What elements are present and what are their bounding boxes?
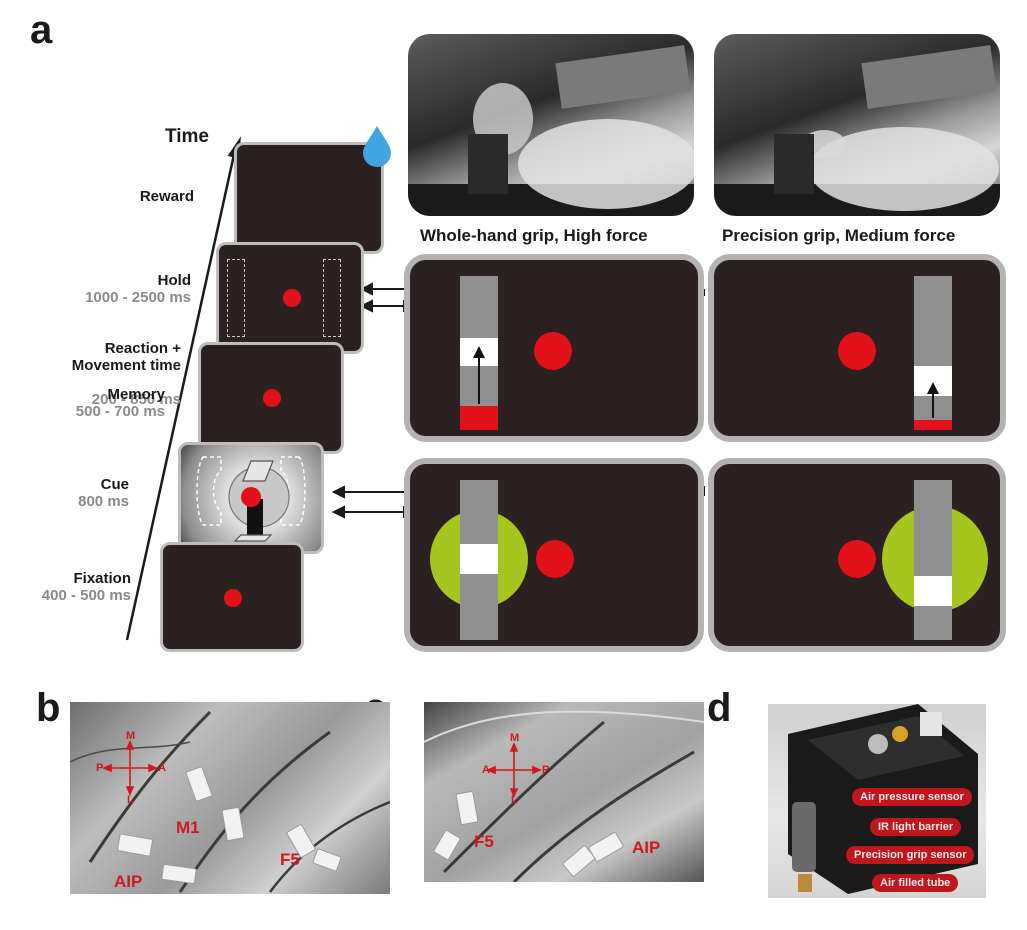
screen-whole-hand-hold xyxy=(404,254,704,442)
area-label-aip: AIP xyxy=(114,872,143,891)
device-photo-d: Air pressure sensor IR light barrier Pre… xyxy=(768,704,986,898)
fixation-dot xyxy=(283,289,301,307)
screen-precision-hold xyxy=(708,254,1006,442)
caption-precision: Precision grip, Medium force xyxy=(722,226,956,245)
fixation-dot xyxy=(263,389,281,407)
screen-memory xyxy=(198,342,344,454)
label-air-filled-tube: Air filled tube xyxy=(872,874,959,892)
screen-reward xyxy=(234,142,384,254)
caption-whole-hand: Whole-hand grip, High force xyxy=(420,226,648,245)
brain-sulci xyxy=(70,710,390,893)
water-drop-icon xyxy=(363,126,391,167)
stage-duration: 800 ms xyxy=(78,493,129,510)
force-bar xyxy=(914,276,952,430)
stage-name: Fixation xyxy=(73,570,131,587)
brain-photo-b: M L P A M1 F5 AIP xyxy=(70,702,390,894)
area-label-aip: AIP xyxy=(632,838,661,857)
stage-name: Reaction + Movement time xyxy=(71,340,181,374)
brain-photo-c: M L A P F5 AIP xyxy=(424,702,704,882)
force-bar xyxy=(460,276,498,430)
area-label-f5: F5 xyxy=(474,832,494,851)
time-axis-label: Time xyxy=(165,126,210,147)
photo-precision-grip xyxy=(714,34,1000,216)
stage-reaction: Reaction + Movement time 200 - 850 ms xyxy=(11,323,181,425)
stage-fixation: Fixation 400 - 500 ms xyxy=(0,570,131,604)
force-target-window xyxy=(460,544,498,574)
fixation-dot xyxy=(838,332,876,370)
force-target-window xyxy=(914,576,952,606)
direction-m: M xyxy=(510,732,520,744)
direction-a: A xyxy=(158,762,166,774)
stage-duration: 400 - 500 ms xyxy=(41,587,131,604)
fixation-dot xyxy=(536,540,574,578)
stage-memory: Memory 500 - 700 ms xyxy=(15,386,165,420)
screen-cue xyxy=(178,442,324,554)
force-bar xyxy=(914,480,952,640)
arrow-up-icon xyxy=(927,382,939,418)
panel-label-b: b xyxy=(36,686,61,730)
label-air-pressure-sensor: Air pressure sensor xyxy=(852,788,972,806)
screen-fixation xyxy=(160,542,304,652)
stage-name: Memory xyxy=(107,386,165,403)
brain-sulci xyxy=(424,710,704,882)
fixation-dot xyxy=(838,540,876,578)
label-ir-light-barrier: IR light barrier xyxy=(870,818,962,836)
fixation-dot xyxy=(534,332,572,370)
stage-duration: 1000 - 2500 ms xyxy=(85,289,191,306)
stage-hold: Hold 1000 - 2500 ms xyxy=(31,272,191,306)
direction-a: A xyxy=(482,764,490,776)
stage-name: Hold xyxy=(157,272,191,289)
screen-whole-hand-cue xyxy=(404,458,704,652)
direction-l: L xyxy=(511,794,518,806)
stage-name: Cue xyxy=(100,476,129,493)
fixation-dot xyxy=(224,589,242,607)
force-bar xyxy=(460,480,498,640)
orientation-cross-icon xyxy=(485,741,543,799)
screen-precision-cue xyxy=(708,458,1006,652)
direction-p: P xyxy=(96,762,104,774)
area-label-f5: F5 xyxy=(280,850,300,869)
screen-hold xyxy=(216,242,364,354)
direction-p: P xyxy=(542,764,550,776)
panel-label-d: d xyxy=(707,686,732,730)
force-level-indicator xyxy=(460,406,498,430)
label-precision-grip-sensor: Precision grip sensor xyxy=(846,846,975,864)
direction-m: M xyxy=(126,730,136,742)
cue-grip-object-icon xyxy=(196,456,306,542)
arrow-up-icon xyxy=(473,346,485,404)
photo-whole-hand-grip xyxy=(408,34,694,216)
hold-cue-outline-left xyxy=(227,259,245,337)
stage-cue: Cue 800 ms xyxy=(9,476,129,510)
force-level-indicator xyxy=(914,420,952,430)
stage-duration: 500 - 700 ms xyxy=(75,403,165,420)
panel-label-a: a xyxy=(30,8,53,52)
stage-reward: Reward xyxy=(74,188,194,205)
stage-duration: 200 - 850 ms xyxy=(91,391,181,408)
hold-cue-outline-right xyxy=(323,259,341,337)
area-label-m1: M1 xyxy=(176,818,200,837)
stage-name: Reward xyxy=(139,188,194,205)
orientation-cross-icon xyxy=(101,739,159,797)
direction-l: L xyxy=(127,794,134,806)
